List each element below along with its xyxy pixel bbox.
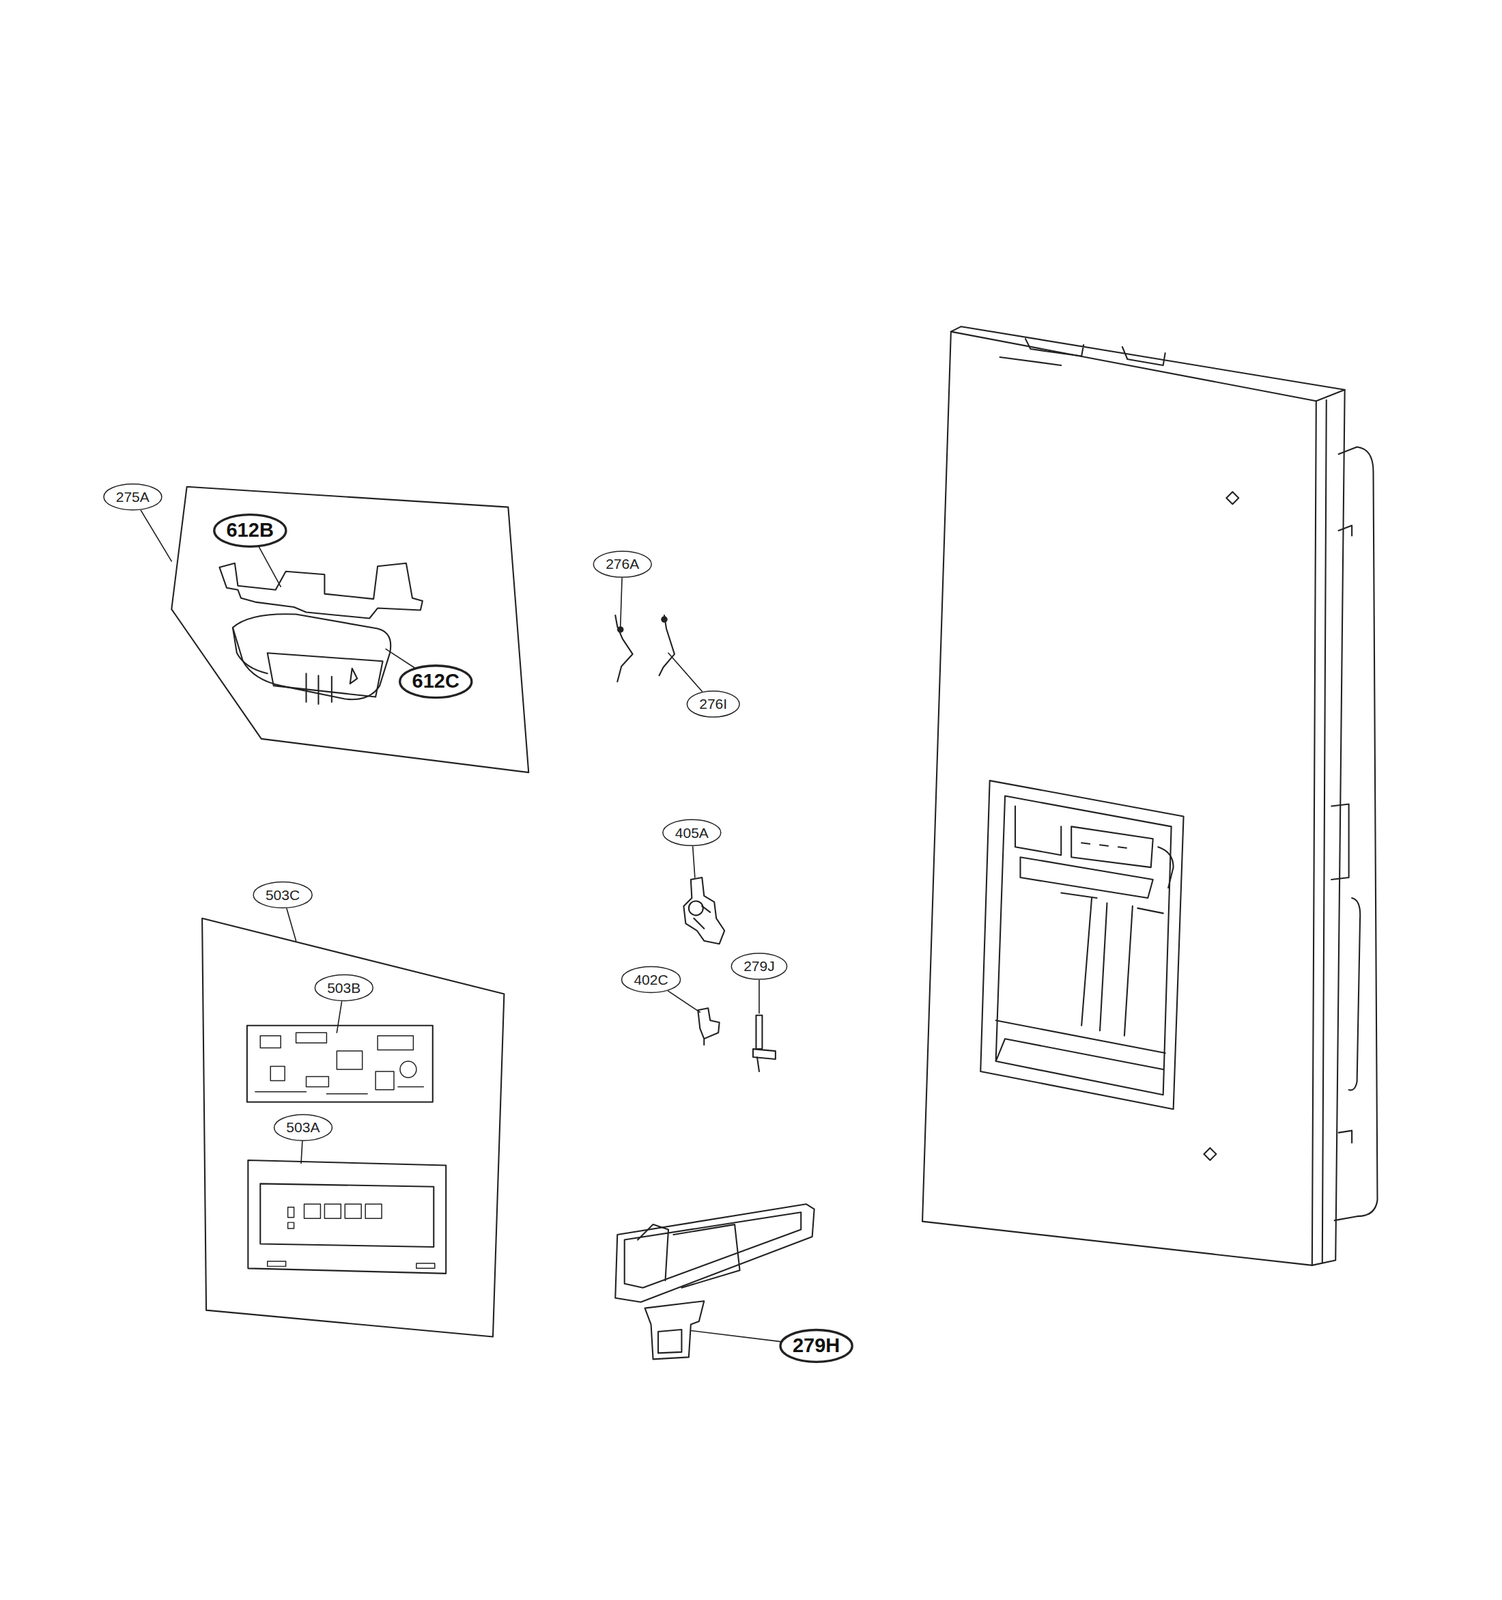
callout-ellipse	[314, 974, 373, 1001]
leader-line	[668, 990, 701, 1012]
leader-line	[620, 578, 622, 627]
callout-number: 405A	[675, 824, 709, 841]
callout-ellipse	[662, 819, 721, 846]
dispenser-recess-inner	[996, 796, 1172, 1096]
callout-number: 279H	[792, 1334, 840, 1357]
dispenser-module	[1015, 805, 1174, 898]
spring	[659, 615, 675, 676]
callout-ellipse	[214, 514, 287, 547]
switch	[697, 1007, 719, 1045]
dispenser-recess	[980, 780, 1184, 1109]
callout-ellipse	[780, 1329, 853, 1363]
callout-ellipse	[621, 966, 681, 993]
leader-line	[385, 648, 415, 668]
leader-line	[286, 908, 297, 941]
callout-ellipse	[593, 550, 652, 577]
callout-ellipse	[103, 484, 162, 510]
leader-line	[140, 509, 172, 562]
spring-end	[661, 616, 667, 622]
callout-ellipse	[400, 665, 472, 698]
dispenser-paddle	[1060, 892, 1163, 1036]
callout-number: 503B	[327, 979, 361, 996]
spring-end	[617, 626, 623, 632]
callout-ellipse	[731, 953, 787, 980]
display-frame	[247, 1159, 446, 1274]
callout-number: 276I	[699, 696, 728, 713]
leader-line	[258, 546, 281, 587]
housing-face	[267, 652, 384, 704]
leader-line	[301, 1141, 303, 1164]
callout-number: 279J	[743, 958, 775, 975]
display-buttons	[267, 1203, 435, 1268]
bracket	[219, 563, 422, 619]
leader-line	[668, 652, 702, 691]
leader-line	[692, 846, 696, 878]
callout-number: 402C	[633, 971, 668, 988]
dispenser-lever	[645, 1300, 705, 1359]
door-marker	[1203, 491, 1239, 1160]
callout-number: 276A	[605, 556, 640, 573]
callout-number: 503A	[286, 1119, 320, 1136]
door-back	[1331, 446, 1378, 1221]
callout-number: 275A	[116, 488, 150, 505]
door-front	[922, 331, 1317, 1266]
callout-ellipse	[253, 881, 313, 908]
screw	[753, 1015, 776, 1072]
callout-ellipse	[686, 690, 740, 717]
actuator	[683, 877, 725, 944]
housing-shell	[232, 627, 268, 674]
door-side	[1312, 389, 1345, 1266]
door-top	[951, 326, 1345, 401]
spring	[615, 615, 633, 682]
callout-number: 612B	[225, 519, 274, 542]
display-window	[260, 1183, 434, 1247]
circuit-board	[247, 1025, 433, 1102]
group-frame	[202, 918, 504, 1337]
dispenser-tray-inner	[624, 1211, 802, 1288]
board-components	[255, 1032, 424, 1094]
group-frame	[171, 486, 529, 773]
dispenser-tray	[615, 1203, 814, 1302]
leader-line	[336, 1001, 342, 1033]
leader-line	[758, 980, 760, 1014]
callout-number: 612C	[412, 670, 460, 693]
callout-number: 503C	[265, 886, 300, 903]
callout-ellipse	[274, 1114, 333, 1141]
leader-line	[690, 1330, 782, 1342]
gear	[688, 900, 704, 915]
